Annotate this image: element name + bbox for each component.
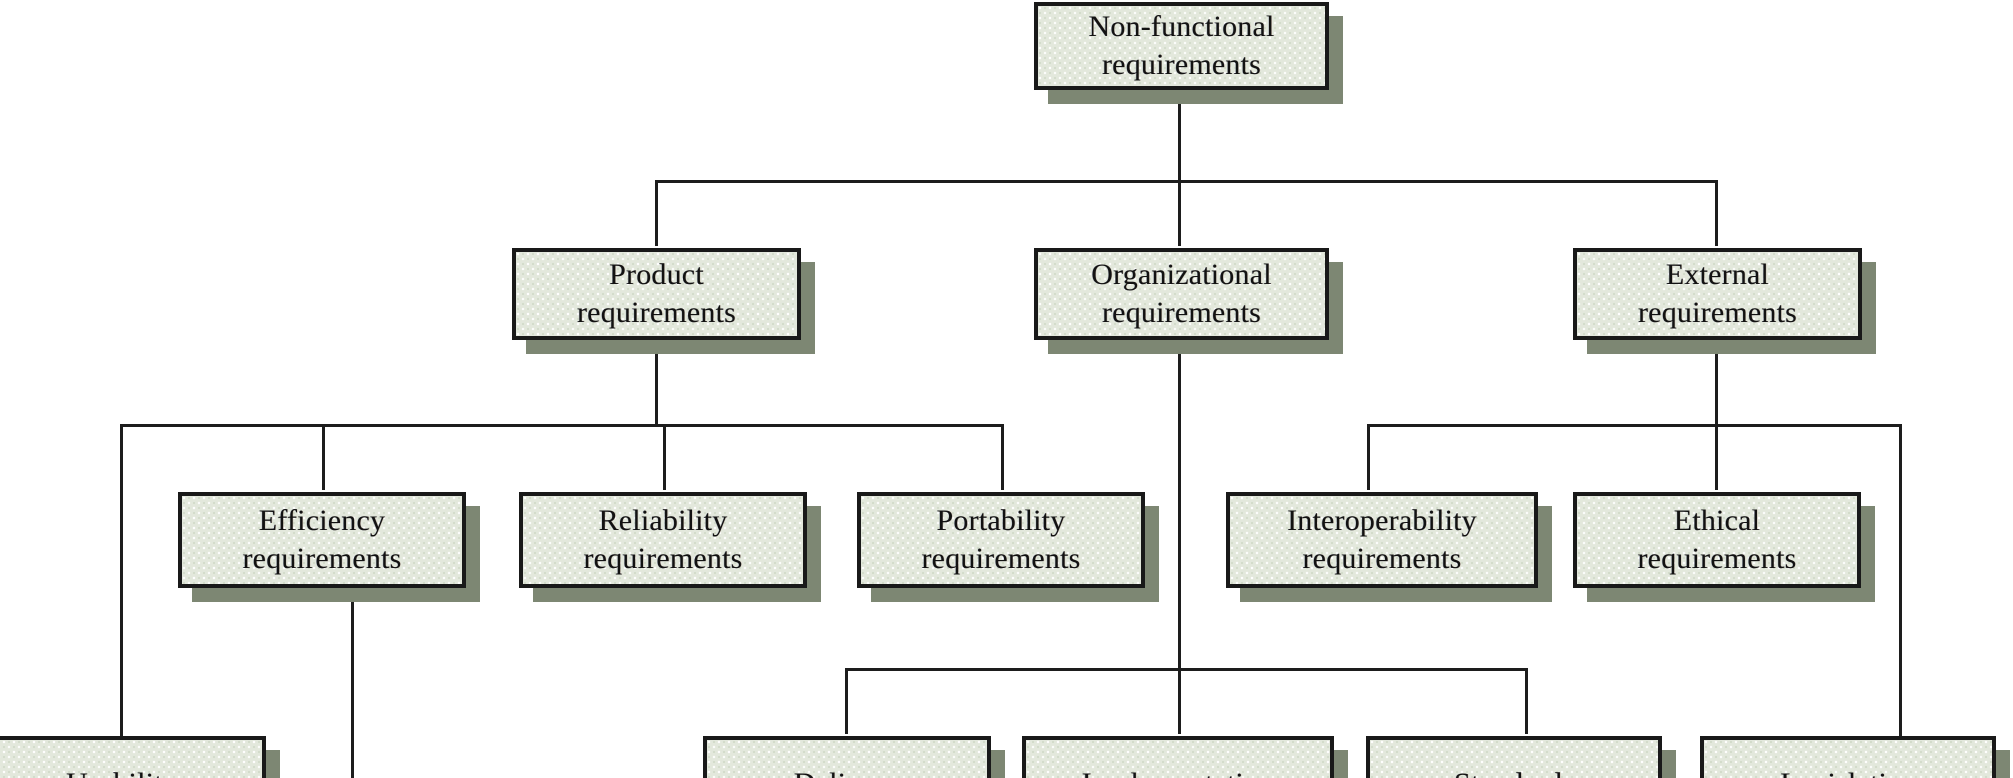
node-box: Non-functional requirements	[1034, 2, 1329, 90]
edge-product-usability	[120, 424, 123, 754]
node-label: Usability	[66, 765, 178, 778]
node-box: Efficiency requirements	[178, 492, 466, 588]
node-box: Interoperability requirements	[1226, 492, 1538, 588]
edge-root-stem	[1178, 88, 1181, 183]
node-box: Standards	[1366, 736, 1662, 778]
node-label: Portability requirements	[921, 503, 1081, 575]
edge-root-product	[655, 180, 658, 246]
node-portability-requirements[interactable]: Portability requirements	[857, 492, 1159, 602]
node-label: Legislative	[1780, 765, 1916, 778]
node-box: Organizational requirements	[1034, 248, 1329, 340]
edge-external-interoperability	[1367, 424, 1370, 490]
node-box: Reliability requirements	[519, 492, 807, 588]
edge-root-organizational	[1178, 180, 1181, 246]
edge-external-legislative	[1899, 424, 1902, 754]
node-standards[interactable]: Standards	[1366, 736, 1676, 778]
edge-organizational-stem	[1178, 352, 1181, 670]
node-external-requirements[interactable]: External requirements	[1573, 248, 1876, 354]
edge-product-stem	[655, 352, 658, 426]
node-box: Implementation	[1022, 736, 1334, 778]
node-label: Efficiency requirements	[242, 503, 402, 575]
node-label: Ethical requirements	[1637, 503, 1797, 575]
edge-product-portability	[1001, 424, 1004, 490]
node-label: External requirements	[1637, 257, 1797, 329]
node-delivery[interactable]: Delivery	[703, 736, 1005, 778]
node-box: Legislative	[1700, 736, 1996, 778]
node-ethical-requirements[interactable]: Ethical requirements	[1573, 492, 1875, 602]
node-product-requirements[interactable]: Product requirements	[512, 248, 815, 354]
edge-external-bus	[1367, 424, 1902, 427]
edge-external-ethical	[1715, 424, 1718, 490]
node-interoperability-requirements[interactable]: Interoperability requirements	[1226, 492, 1552, 602]
node-reliability-requirements[interactable]: Reliability requirements	[519, 492, 821, 602]
edge-root-external	[1715, 180, 1718, 246]
node-label: Non-functional requirements	[1088, 9, 1275, 81]
edge-organizational-implementation	[1178, 668, 1181, 734]
node-label: Standards	[1454, 765, 1574, 778]
node-box: Product requirements	[512, 248, 801, 340]
edge-organizational-bus	[845, 668, 1528, 671]
node-organizational-requirements[interactable]: Organizational requirements	[1034, 248, 1343, 354]
edge-product-efficiency	[322, 424, 325, 490]
edge-efficiency-stem	[351, 594, 354, 778]
node-box: Ethical requirements	[1573, 492, 1861, 588]
edge-level1-bus	[655, 180, 1718, 183]
edge-organizational-delivery	[845, 668, 848, 734]
node-label: Reliability requirements	[583, 503, 743, 575]
edge-product-bus	[120, 424, 1004, 427]
node-usability[interactable]: Usability	[0, 736, 280, 778]
node-label: Interoperability requirements	[1287, 503, 1477, 575]
node-implementation[interactable]: Implementation	[1022, 736, 1348, 778]
edge-product-reliability	[663, 424, 666, 490]
node-box: Usability	[0, 736, 266, 778]
node-efficiency-requirements[interactable]: Efficiency requirements	[178, 492, 480, 602]
node-box: External requirements	[1573, 248, 1862, 340]
node-label: Organizational requirements	[1091, 257, 1272, 329]
node-label: Delivery	[794, 765, 901, 778]
node-label: Implementation	[1082, 765, 1275, 778]
node-label: Product requirements	[576, 257, 736, 329]
edge-organizational-standards	[1525, 668, 1528, 734]
node-box: Delivery	[703, 736, 991, 778]
node-non-functional-requirements[interactable]: Non-functional requirements	[1034, 2, 1343, 104]
node-box: Portability requirements	[857, 492, 1145, 588]
edge-external-stem	[1715, 352, 1718, 426]
node-legislative[interactable]: Legislative	[1700, 736, 2010, 778]
